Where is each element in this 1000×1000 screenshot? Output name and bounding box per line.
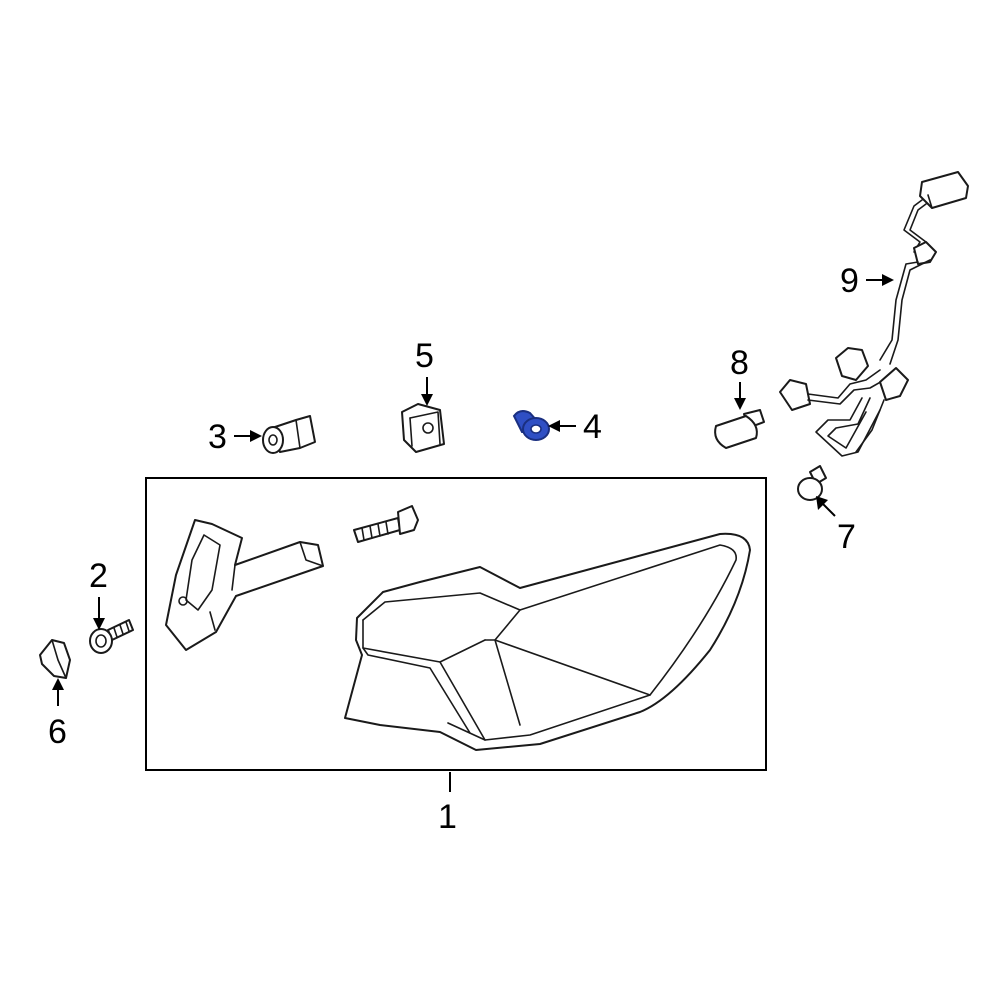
bolt-inside-box[interactable]	[353, 505, 419, 543]
clip-part-3[interactable]	[262, 415, 316, 454]
callout-5: 5	[415, 337, 434, 375]
callout-6: 6	[48, 713, 67, 751]
wiring-harness-part-9[interactable]	[779, 171, 969, 457]
nut-part-5[interactable]	[401, 403, 445, 453]
bulb-part-7[interactable]	[797, 465, 827, 501]
callout-9: 9	[840, 262, 859, 300]
callout-3: 3	[208, 418, 227, 456]
callout-2: 2	[89, 557, 108, 595]
callout-4: 4	[583, 408, 602, 446]
mounting-bracket[interactable]	[165, 519, 324, 651]
assembly-box	[145, 477, 767, 771]
leader-lines	[52, 274, 894, 792]
screw-part-2[interactable]	[89, 619, 134, 654]
retainer-part-6[interactable]	[39, 639, 71, 679]
bulb-part-8[interactable]	[714, 409, 765, 449]
tail-lamp-assembly[interactable]	[344, 532, 751, 751]
grommet-part-4-highlighted[interactable]	[512, 410, 550, 441]
callout-1: 1	[438, 798, 457, 836]
callout-7: 7	[837, 518, 856, 556]
callout-8: 8	[730, 344, 749, 382]
